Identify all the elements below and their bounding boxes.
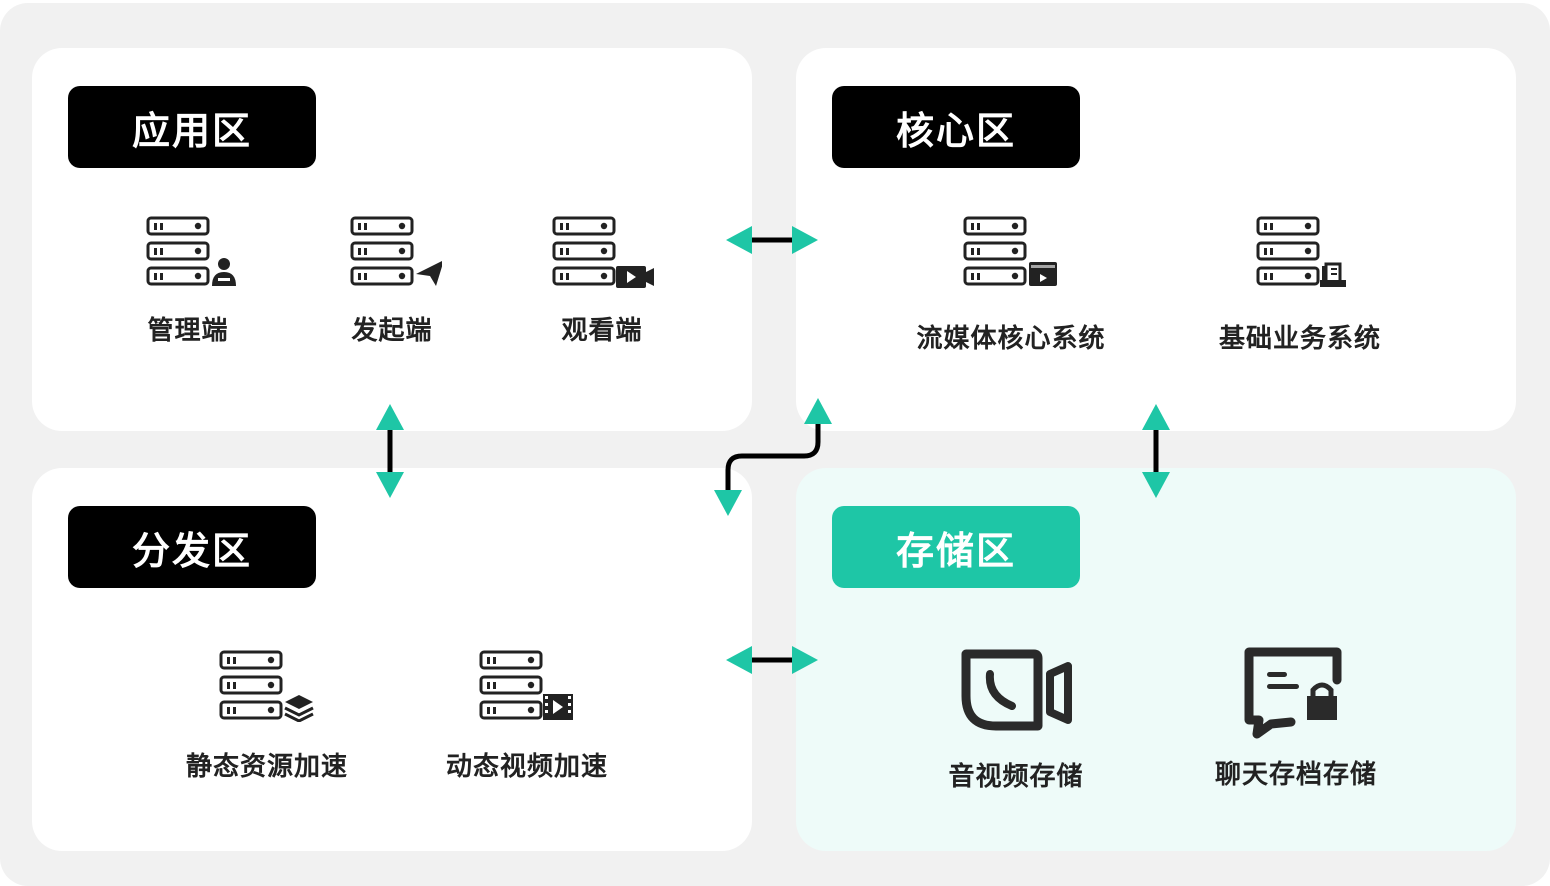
node-label: 观看端 xyxy=(561,316,643,346)
zone-title-app: 应用区 xyxy=(68,86,316,168)
server-send-icon xyxy=(350,216,442,286)
node-streaming-core: 流媒体核心系统 xyxy=(896,214,1126,355)
node-business: 基础业务系统 xyxy=(1200,214,1400,355)
zone-panel-storage: 存储区 音视频存储 聊天存档存储 xyxy=(796,468,1516,851)
chat-lock-icon xyxy=(1244,647,1342,739)
node-dynamic-accel: 动态视频加速 xyxy=(432,648,622,783)
node-label: 流媒体核心系统 xyxy=(916,324,1106,354)
server-media-player-icon xyxy=(963,216,1057,286)
server-video-camera-icon xyxy=(552,216,654,288)
zone-panel-distribution: 分发区 静态资源加速 动态视频加速 xyxy=(32,468,752,851)
node-admin: 管理端 xyxy=(128,214,248,347)
node-label: 聊天存档存储 xyxy=(1214,760,1377,790)
node-label: 发起端 xyxy=(351,316,433,346)
zone-title-distribution: 分发区 xyxy=(68,506,316,588)
zone-title-core: 核心区 xyxy=(832,86,1080,168)
zone-panel-app: 应用区 管理端 发起端 观看端 xyxy=(32,48,752,431)
node-label: 动态视频加速 xyxy=(445,752,608,782)
server-film-icon xyxy=(479,650,573,720)
node-viewer: 观看端 xyxy=(532,214,672,347)
video-call-icon xyxy=(961,649,1072,731)
connector-distribution-storage xyxy=(726,646,818,674)
connector-core-distribution xyxy=(714,398,832,516)
connector-app-core xyxy=(726,226,818,254)
node-chat-archive: 聊天存档存储 xyxy=(1196,644,1396,791)
node-av-storage: 音视频存储 xyxy=(926,644,1106,793)
node-label: 管理端 xyxy=(147,316,229,346)
node-initiator: 发起端 xyxy=(332,214,452,347)
node-label: 音视频存储 xyxy=(948,762,1084,792)
node-static-accel: 静态资源加速 xyxy=(172,648,362,783)
connector-core-storage xyxy=(1142,404,1170,498)
server-user-icon xyxy=(146,216,236,286)
server-layers-icon xyxy=(219,650,314,722)
connector-app-distribution xyxy=(376,404,404,498)
zone-title-storage: 存储区 xyxy=(832,506,1080,588)
zone-panel-core: 核心区 流媒体核心系统 基础业务系统 xyxy=(796,48,1516,431)
node-label: 静态资源加速 xyxy=(185,752,348,782)
node-label: 基础业务系统 xyxy=(1218,324,1381,354)
server-document-tray-icon xyxy=(1256,216,1346,287)
